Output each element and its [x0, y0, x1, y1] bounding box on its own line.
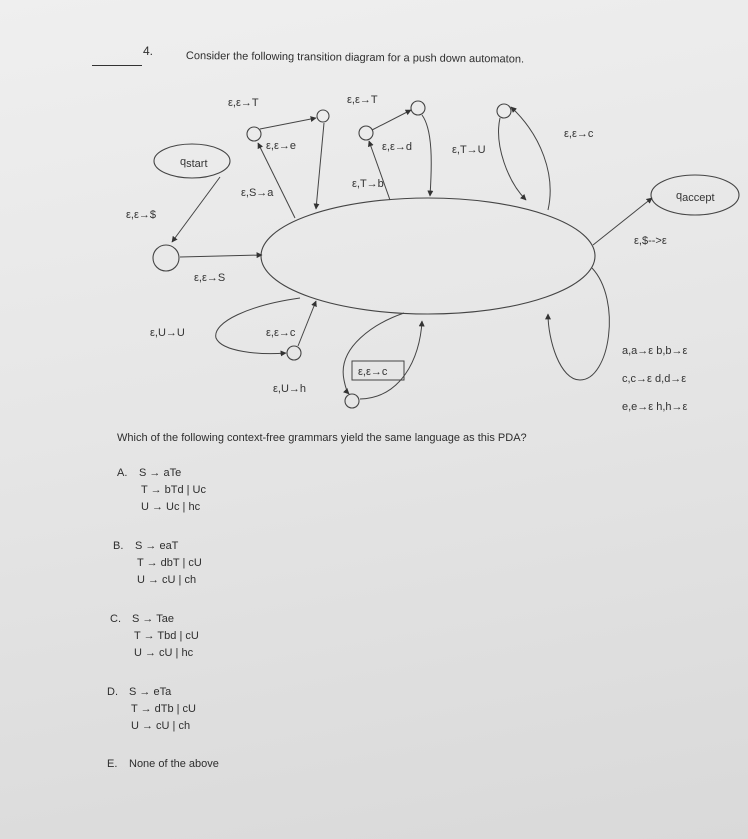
choice-letter: B. — [113, 540, 124, 552]
label-push-T-left: ε,ε→T — [228, 97, 259, 109]
state-after-h — [344, 393, 360, 409]
edge-central-to-c-left — [215, 297, 301, 357]
label-push-S: ε,ε→S — [194, 272, 225, 284]
state-after-d — [358, 125, 374, 141]
grammar-rule: T → dTb | cU — [131, 703, 197, 715]
start-state-label: qstart — [180, 156, 208, 170]
choice-e: E. None of the above — [107, 756, 219, 773]
edge-central-to-d-state — [367, 140, 391, 201]
start-state — [153, 143, 231, 179]
grammar-rule: U → Uc | hc — [141, 501, 201, 513]
label-match-1: a,a→ε b,b→ε — [622, 345, 688, 357]
label-push-c-bottom-boxed: ε,ε→c — [358, 366, 388, 378]
label-pop-U-push-h: ε,U→h — [273, 383, 306, 395]
central-loop-state — [260, 197, 596, 315]
edge-start-to-initial — [171, 176, 221, 243]
choice-d: D. S → eTa T → dTb | cU U → cU | ch — [107, 684, 196, 735]
state-after-e — [246, 126, 262, 142]
grammar-rule: S → eTa — [129, 686, 172, 698]
answer-blank-line — [92, 65, 142, 66]
edge-U-state-to-central — [498, 117, 527, 201]
accept-state-label: qaccept — [676, 190, 715, 204]
grammar-rule: S → eaT — [135, 540, 179, 552]
pda-transition-diagram: qstart qaccept ε,ε→$ ε,ε→S ε,ε→T ε,ε→e ε… — [126, 94, 740, 413]
label-pop-U-push-U: ε,U→U — [150, 327, 185, 339]
label-push-dollar: ε,ε→$ — [126, 209, 156, 221]
choice-b: B. S → eaT T → dbT | cU U → cU | ch — [113, 538, 202, 589]
edge-h-state-to-central — [359, 320, 425, 400]
edge-T-right-to-central — [421, 114, 434, 197]
grammar-rule: U → cU | ch — [137, 574, 197, 586]
state-after-U — [496, 103, 512, 119]
label-pop-dollar: ε,$-->ε — [634, 235, 667, 247]
label-push-T-right: ε,ε→T — [347, 94, 378, 106]
state-after-T-right — [410, 100, 426, 116]
choice-letter: E. — [107, 758, 118, 770]
edge-central-to-U-state — [510, 106, 551, 211]
accept-state — [650, 174, 740, 216]
grammar-rule: U → cU | hc — [134, 647, 194, 659]
label-match-2: c,c→ε d,d→ε — [622, 373, 686, 385]
choice-letter: A. — [117, 467, 128, 479]
question-number: 4. — [143, 44, 154, 58]
initial-push-state — [152, 244, 180, 272]
choice-a: A. S → aTe T → bTd | Uc U → Uc | hc — [117, 465, 206, 516]
question-prompt: Which of the following context-free gram… — [117, 432, 527, 444]
state-after-c-left — [286, 345, 302, 361]
edge-right-self-loop — [545, 267, 610, 381]
choice-letter: D. — [107, 686, 118, 698]
label-push-c-top: ε,ε→c — [564, 128, 594, 140]
edge-initial-to-central — [179, 252, 263, 259]
edge-e-state-to-T-left — [259, 116, 317, 130]
state-after-T-left — [316, 109, 330, 123]
label-match-3: e,e→ε h,h→ε — [622, 401, 688, 413]
edge-d-state-to-T-right — [371, 109, 412, 131]
choice-text: None of the above — [129, 758, 219, 770]
edge-c-left-to-central — [297, 300, 317, 347]
grammar-rule: U → cU | ch — [131, 720, 191, 732]
grammar-rule: T → Tbd | cU — [134, 630, 199, 642]
label-pop-T-push-U: ε,T→U — [452, 144, 486, 156]
label-pop-T-push-b: ε,T→b — [352, 178, 384, 190]
edge-central-to-e-state — [257, 142, 296, 219]
edge-T-left-to-central — [313, 122, 325, 210]
grammar-rule: S → aTe — [139, 467, 182, 479]
edge-central-to-accept — [592, 197, 653, 246]
grammar-rule: T → dbT | cU — [137, 557, 202, 569]
edge-central-to-h-state — [342, 312, 405, 395]
grammar-rule: S → Tae — [132, 613, 174, 625]
label-push-d: ε,ε→d — [382, 141, 412, 153]
label-push-e: ε,ε→e — [266, 140, 296, 152]
choice-letter: C. — [110, 613, 121, 625]
label-pop-S-push-a: ε,S→a — [241, 187, 274, 199]
choice-c: C. S → Tae T → Tbd | cU U → cU | hc — [110, 611, 199, 662]
boxed-label-frame — [351, 360, 405, 381]
label-push-c-bottom-left: ε,ε→c — [266, 327, 296, 339]
grammar-rule: T → bTd | Uc — [141, 484, 207, 496]
